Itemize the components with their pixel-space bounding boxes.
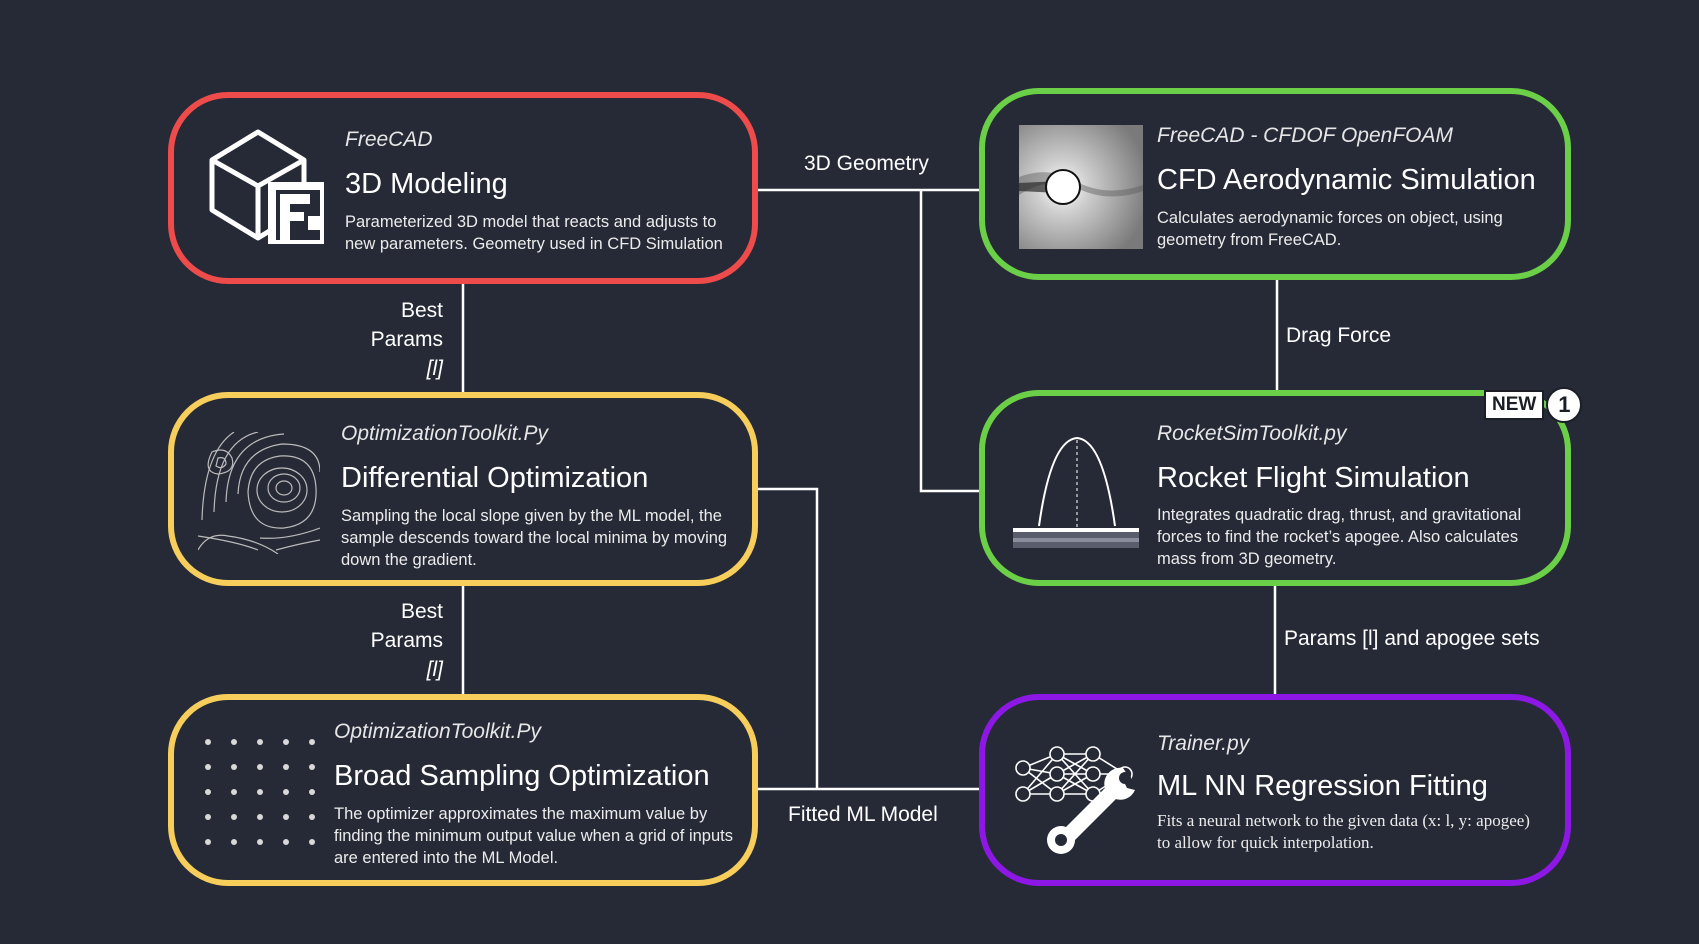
- freecad-cube-icon: [209, 129, 324, 244]
- edge-label-params-apogee: Params [l] and apogee sets: [1284, 627, 1540, 650]
- node-rocket-simulation[interactable]: RocketSimToolkit.py Rocket Flight Simula…: [979, 390, 1571, 586]
- edge-label-geometry: 3D Geometry: [804, 152, 929, 175]
- neural-net-wrench-icon: [1015, 746, 1135, 854]
- node-description: Parameterized 3D model that reacts and a…: [345, 213, 723, 253]
- node-broad-sampling-optimization[interactable]: OptimizationToolkit.Py Broad Sampling Op…: [168, 694, 758, 886]
- trajectory-icon: [1013, 436, 1139, 548]
- node-title: Rocket Flight Simulation: [1157, 462, 1470, 494]
- dot-grid-icon: [205, 739, 315, 845]
- node-description: Calculates aerodynamic forces on object,…: [1157, 209, 1503, 249]
- edge-label-line: Best: [400, 299, 443, 322]
- edge-label-line: Params: [370, 629, 443, 652]
- node-title: Broad Sampling Optimization: [334, 760, 710, 792]
- edge-label-best-params-2: Best Params [l]: [340, 597, 443, 684]
- edge-label-line: [l]: [426, 357, 443, 380]
- node-subtitle: OptimizationToolkit.Py: [334, 720, 541, 743]
- node-subtitle: FreeCAD - CFDOF OpenFOAM: [1157, 124, 1453, 147]
- edge-label-line: Best: [400, 600, 443, 623]
- node-title: ML NN Regression Fitting: [1157, 770, 1488, 802]
- node-subtitle: OptimizationToolkit.Py: [341, 422, 548, 445]
- node-subtitle: FreeCAD: [345, 128, 433, 151]
- notification-count: 1: [1546, 387, 1583, 423]
- node-subtitle: RocketSimToolkit.py: [1157, 422, 1347, 445]
- node-title: CFD Aerodynamic Simulation: [1157, 164, 1536, 196]
- node-title: Differential Optimization: [341, 462, 649, 494]
- cfd-flow-icon: [1019, 125, 1143, 249]
- new-badge[interactable]: NEW 1: [1484, 387, 1583, 423]
- node-description: The optimizer approximates the maximum v…: [334, 805, 733, 867]
- node-3d-modeling[interactable]: FreeCAD 3D Modeling Parameterized 3D mod…: [168, 92, 758, 284]
- edge-label-best-params-1: Best Params [l]: [340, 296, 443, 383]
- node-description: Sampling the local slope given by the ML…: [341, 507, 728, 569]
- node-subtitle: Trainer.py: [1157, 732, 1250, 755]
- node-description: Fits a neural network to the given data …: [1157, 811, 1530, 852]
- edge-label-line: Params: [370, 328, 443, 351]
- edge-fitted-model-branch-line: [756, 487, 819, 789]
- node-ml-regression[interactable]: Trainer.py ML NN Regression Fitting Fits…: [979, 694, 1571, 886]
- edge-label-drag: Drag Force: [1286, 324, 1392, 347]
- edge-geometry-branch-line: [919, 190, 982, 493]
- node-differential-optimization[interactable]: OptimizationToolkit.Py Differential Opti…: [168, 392, 758, 586]
- new-label: NEW: [1484, 390, 1545, 420]
- contour-map-icon: [198, 432, 320, 554]
- node-title: 3D Modeling: [345, 168, 508, 200]
- node-description: Integrates quadratic drag, thrust, and g…: [1157, 506, 1522, 568]
- edge-label-line: [l]: [426, 658, 443, 681]
- edge-label-fitted-model: Fitted ML Model: [788, 803, 938, 826]
- node-cfd-simulation[interactable]: FreeCAD - CFDOF OpenFOAM CFD Aerodynamic…: [979, 88, 1571, 280]
